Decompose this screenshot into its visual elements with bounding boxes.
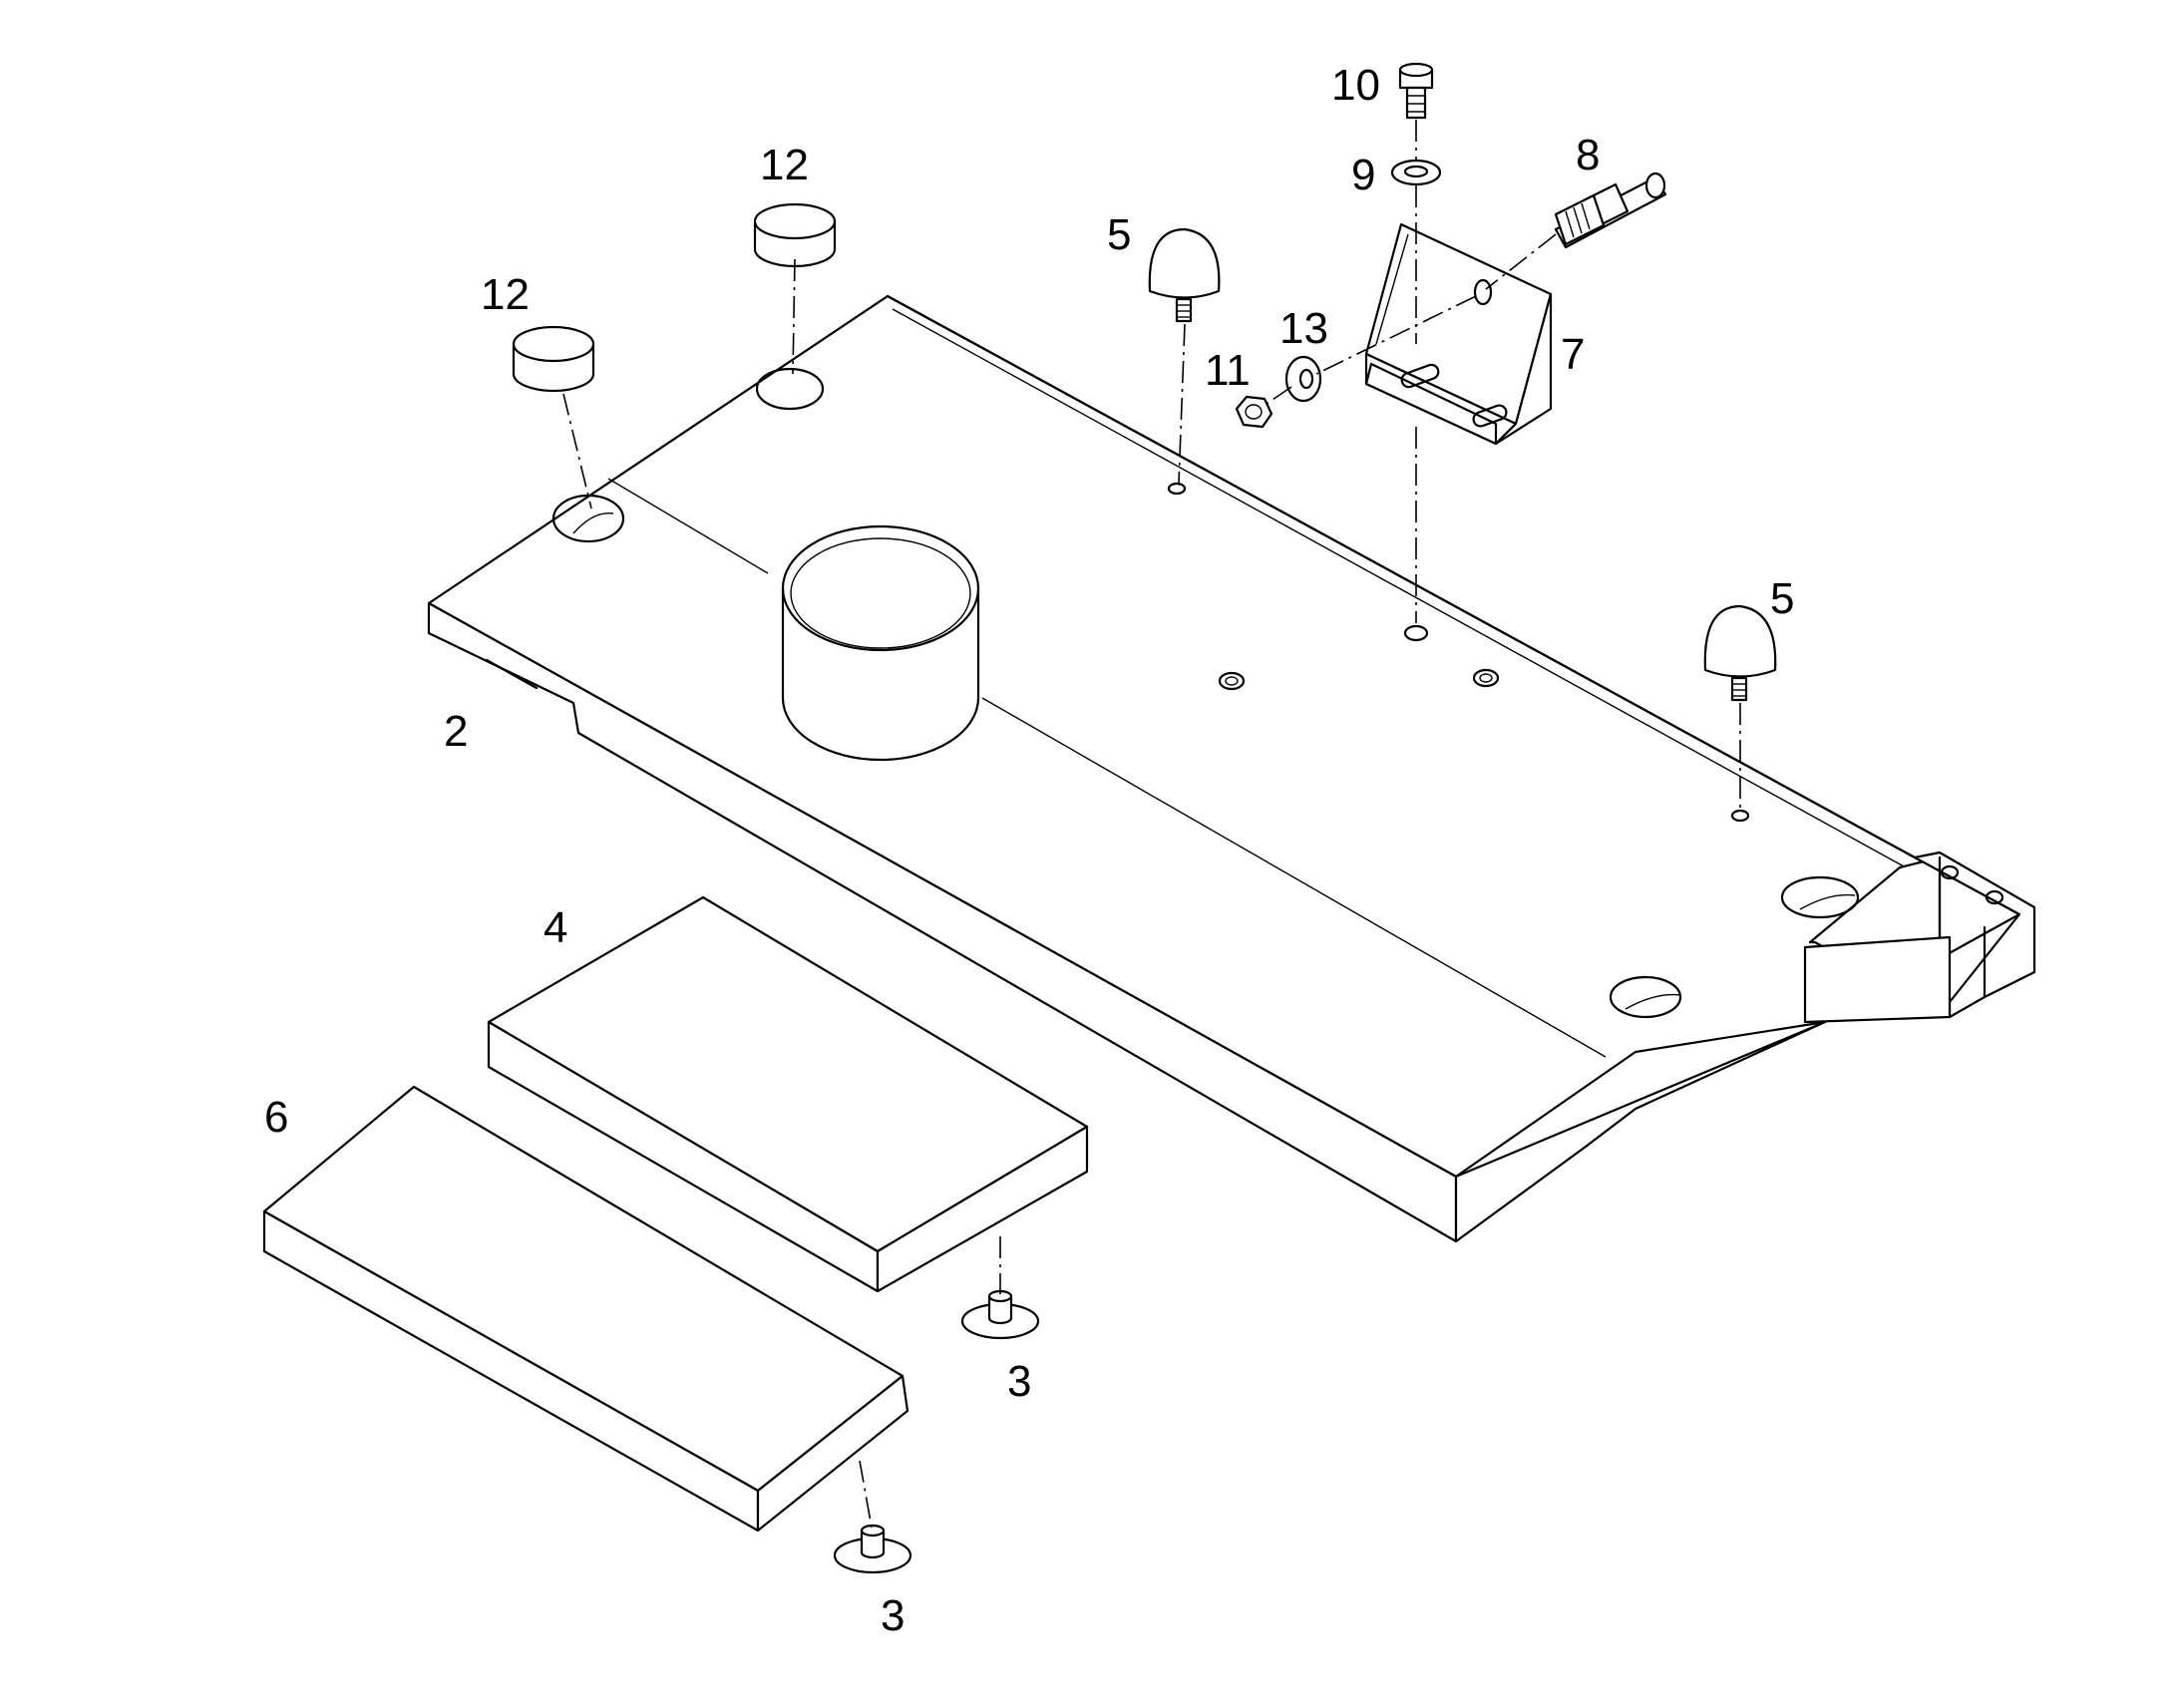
callout-10: 10 <box>1331 61 1380 110</box>
cylinder-boss <box>781 524 980 762</box>
callout-labels: 2 3 3 4 5 5 6 7 8 9 10 11 12 12 13 <box>264 61 1794 1640</box>
screw-part-8 <box>1554 171 1667 249</box>
base-plate-holes <box>551 367 1860 1019</box>
base-plate <box>427 294 2036 1243</box>
callout-5a: 5 <box>1107 210 1131 259</box>
callout-12b: 12 <box>760 141 809 189</box>
bumper-part-5b <box>1703 604 1777 702</box>
assembly-lines <box>562 120 1741 1529</box>
callout-5b: 5 <box>1770 574 1794 623</box>
bolt-part-10 <box>1398 62 1434 120</box>
callout-12a: 12 <box>481 270 530 319</box>
bumper-part-5a <box>1148 227 1221 323</box>
callout-2: 2 <box>444 707 468 756</box>
plug-part-12b <box>753 202 837 268</box>
washer-part-13 <box>1284 355 1322 403</box>
callout-13: 13 <box>1279 304 1328 353</box>
washer-part-9 <box>1390 159 1442 186</box>
fastener-part-3a <box>960 1289 1040 1340</box>
plug-part-12a <box>512 325 595 393</box>
nut-part-11 <box>1235 395 1273 429</box>
callout-4: 4 <box>544 903 567 952</box>
fastener-part-3b <box>833 1524 912 1574</box>
callout-3b: 3 <box>881 1591 905 1640</box>
callout-9: 9 <box>1351 151 1375 199</box>
callout-8: 8 <box>1576 131 1600 179</box>
callout-7: 7 <box>1561 330 1585 379</box>
pad-part-4 <box>487 895 1089 1293</box>
bracket-part-7 <box>1364 222 1553 446</box>
callout-6: 6 <box>264 1093 288 1142</box>
callout-3a: 3 <box>1007 1357 1031 1406</box>
callout-11: 11 <box>1205 346 1251 395</box>
pad-part-6 <box>262 1085 909 1533</box>
